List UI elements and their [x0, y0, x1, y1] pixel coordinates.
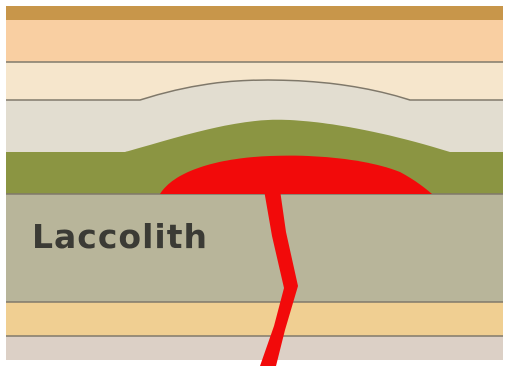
tan-layer: [6, 302, 503, 336]
peach-layer: [6, 20, 503, 62]
top-layer: [6, 6, 503, 20]
bottom-layer: [6, 336, 503, 360]
laccolith-label: Laccolith: [32, 217, 208, 256]
